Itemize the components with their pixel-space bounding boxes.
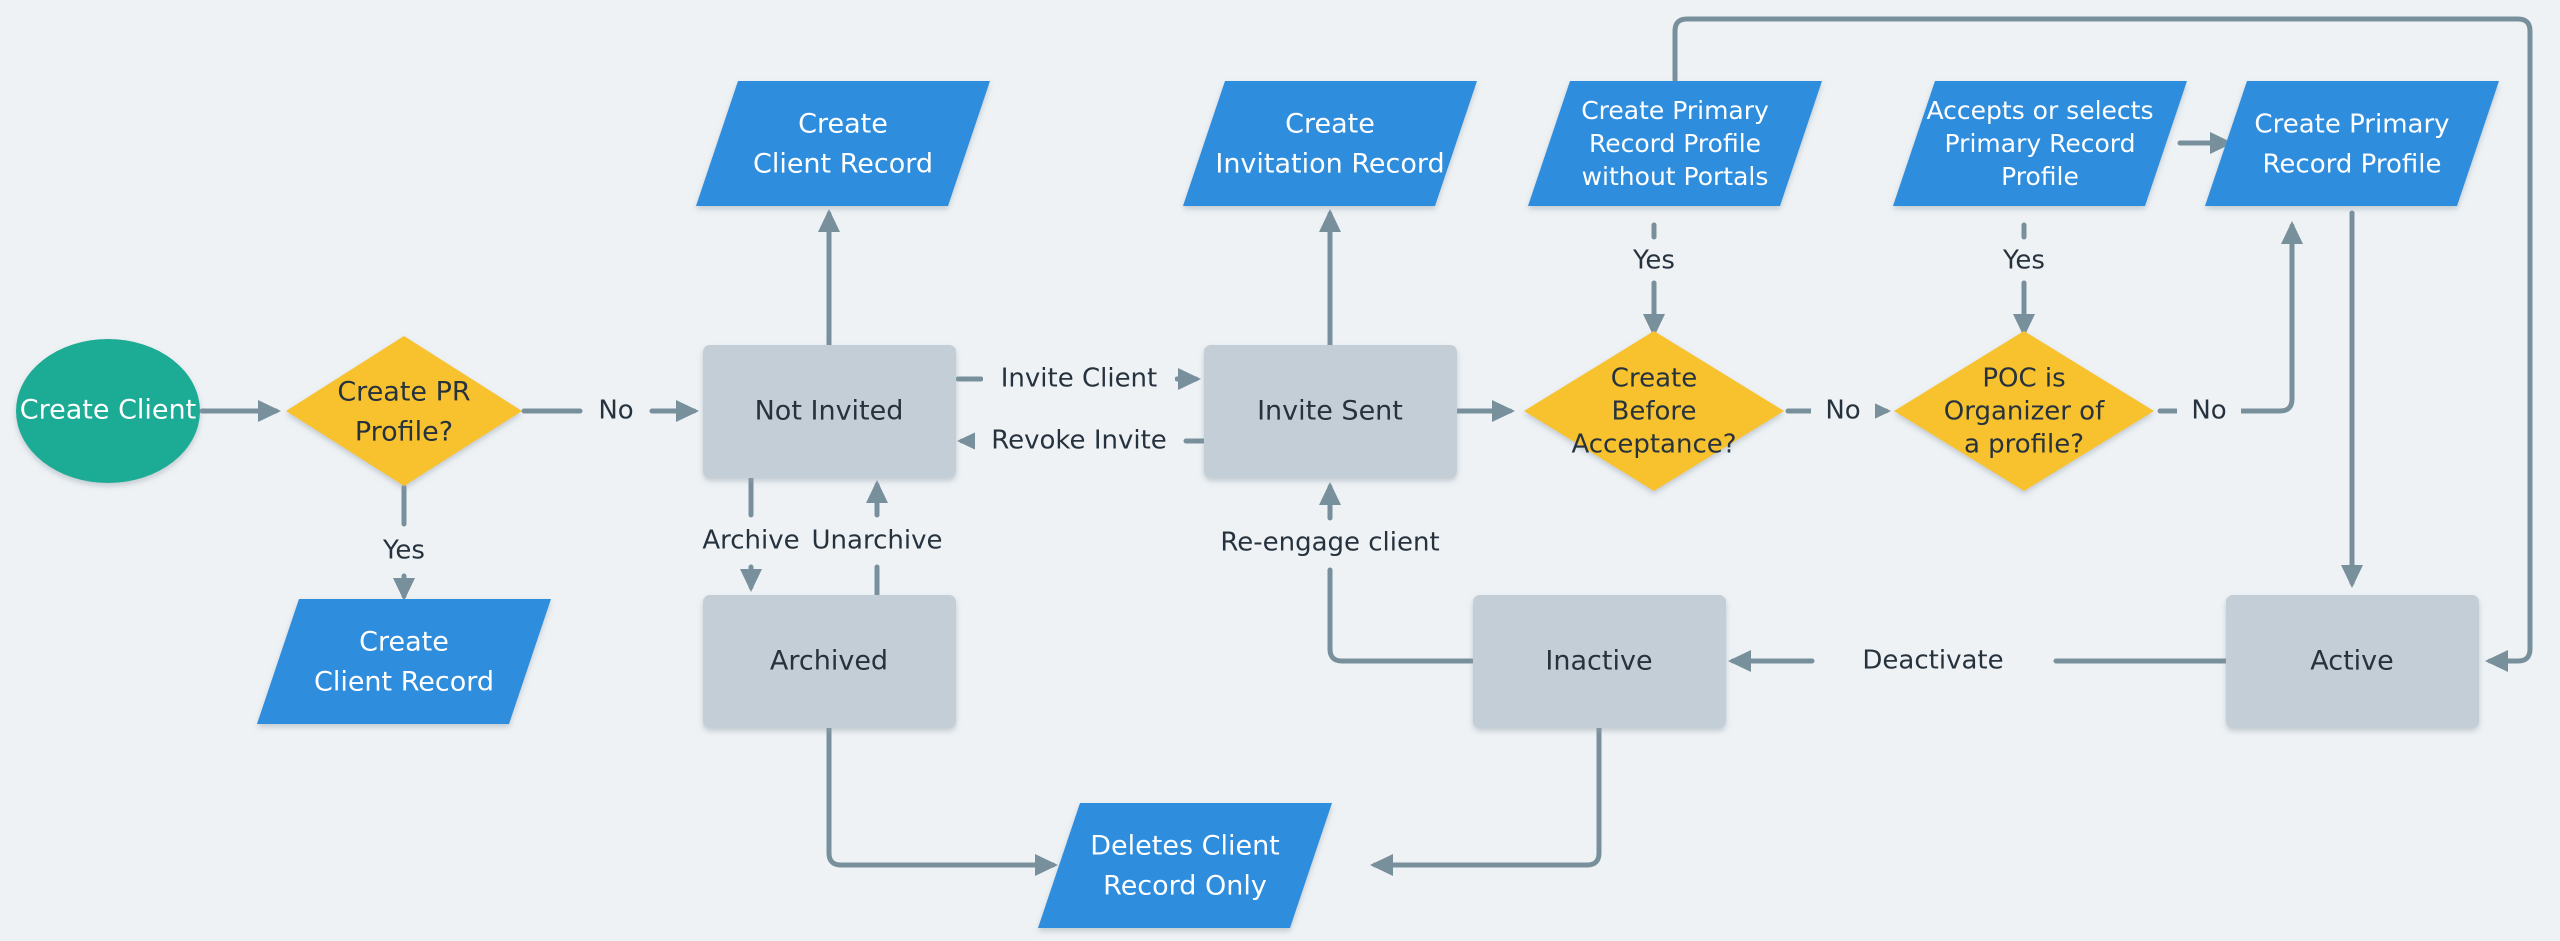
node-create-invitation-record[interactable]: Create Invitation Record	[1183, 81, 1477, 206]
edge-label-deactivate: Deactivate	[1853, 642, 2013, 680]
node-active-label: Active	[2310, 646, 2394, 677]
node-create-client-record-top-line-2: Client Record	[753, 149, 933, 180]
node-not-invited[interactable]: Not Invited	[703, 345, 956, 478]
svg-text:No: No	[2191, 396, 2226, 426]
edge-poc-no-elbow	[2232, 220, 2304, 414]
node-poc-is-organizer-line-2: Organizer of	[1944, 397, 2105, 427]
node-create-client-record-bottom-line-1: Create	[359, 627, 449, 658]
svg-text:No: No	[1825, 396, 1860, 426]
node-archived[interactable]: Archived	[703, 595, 956, 728]
node-create-primary-record-profile-without-portals[interactable]: Create Primary Record Profile without Po…	[1528, 81, 1822, 206]
node-create-pr-profile-line-2: Profile?	[355, 417, 453, 448]
edge-label-invite-client: Invite Client	[983, 360, 1175, 398]
node-without-portals-line-2: Record Profile	[1589, 129, 1761, 158]
node-create-primary-record-profile-line-1: Create Primary	[2254, 110, 2449, 140]
node-create-client[interactable]: Create Client	[16, 339, 200, 483]
node-create-pr-profile[interactable]: Create PR Profile?	[286, 336, 522, 486]
node-create-before-acceptance-line-3: Acceptance?	[1571, 430, 1736, 460]
svg-text:Yes: Yes	[1632, 246, 1675, 276]
node-poc-is-organizer-line-3: a profile?	[1964, 430, 2084, 460]
node-create-client-record-top-line-1: Create	[798, 109, 888, 140]
node-without-portals-line-1: Create Primary	[1581, 96, 1769, 125]
svg-text:Archive: Archive	[702, 526, 799, 556]
edge-label-archive: Archive	[693, 522, 809, 560]
node-not-invited-label: Not Invited	[755, 396, 904, 427]
node-deletes-client-record-only-line-2: Record Only	[1103, 871, 1267, 902]
svg-text:Revoke Invite: Revoke Invite	[991, 426, 1167, 456]
edge-label-poc-no: No	[2177, 392, 2241, 430]
edge-label-create-before-yes: Yes	[1618, 242, 1690, 280]
node-invite-sent-label: Invite Sent	[1257, 396, 1403, 427]
edge-inactive-to-deletes	[1369, 725, 1602, 876]
svg-text:Yes: Yes	[2002, 246, 2045, 276]
node-create-client-label: Create Client	[20, 395, 196, 426]
svg-text:Invite Client: Invite Client	[1001, 364, 1157, 394]
node-create-before-acceptance-line-1: Create	[1611, 364, 1697, 394]
node-poc-is-organizer-line-1: POC is	[1982, 364, 2065, 394]
node-deletes-client-record-only-line-1: Deletes Client	[1090, 831, 1280, 862]
node-create-pr-profile-line-1: Create PR	[337, 377, 470, 408]
svg-text:No: No	[598, 396, 633, 426]
edge-re-engage-client	[1327, 567, 1475, 664]
node-create-invitation-record-line-1: Create	[1285, 109, 1375, 140]
svg-text:Re-engage client: Re-engage client	[1220, 528, 1439, 558]
node-poc-is-organizer[interactable]: POC is Organizer of a profile?	[1894, 331, 2154, 491]
node-archived-label: Archived	[770, 646, 888, 677]
node-create-primary-record-profile[interactable]: Create Primary Record Profile	[2205, 81, 2499, 206]
node-layer: Create Client Create PR Profile? Create …	[16, 81, 2499, 928]
node-create-client-record-bottom-line-2: Client Record	[314, 667, 494, 698]
edge-label-unarchive: Unarchive	[806, 522, 948, 560]
node-create-client-record-top[interactable]: Create Client Record	[696, 81, 990, 206]
svg-text:Unarchive: Unarchive	[812, 526, 943, 556]
edge-label-pr-yes: Yes	[368, 532, 440, 570]
edge-label-re-engage-client: Re-engage client	[1218, 524, 1442, 562]
node-create-primary-record-profile-line-2: Record Profile	[2263, 150, 2442, 180]
svg-text:Deactivate: Deactivate	[1862, 646, 2003, 676]
node-invite-sent[interactable]: Invite Sent	[1204, 345, 1457, 478]
edge-label-layer: No Yes Invite Client Revoke Invite Archi…	[368, 242, 2241, 680]
node-accepts-line-1: Accepts or selects	[1926, 96, 2153, 125]
node-accepts-line-2: Primary Record	[1945, 129, 2136, 158]
edge-label-poc-yes: Yes	[1988, 242, 2060, 280]
node-accepts-or-selects-primary-record-profile[interactable]: Accepts or selects Primary Record Profil…	[1893, 81, 2187, 206]
node-create-client-record-bottom[interactable]: Create Client Record	[257, 599, 551, 724]
node-active[interactable]: Active	[2226, 595, 2479, 728]
node-create-invitation-record-line-2: Invitation Record	[1215, 149, 1444, 180]
node-without-portals-line-3: without Portals	[1582, 162, 1769, 191]
node-inactive-label: Inactive	[1545, 646, 1652, 677]
svg-text:Yes: Yes	[382, 536, 425, 566]
edge-label-create-before-no: No	[1811, 392, 1875, 430]
node-create-before-acceptance[interactable]: Create Before Acceptance?	[1524, 331, 1784, 491]
edge-archived-to-deletes	[826, 725, 1059, 877]
node-deletes-client-record-only[interactable]: Deletes Client Record Only	[1038, 803, 1332, 928]
node-accepts-line-3: Profile	[2001, 162, 2079, 191]
edge-label-revoke-invite: Revoke Invite	[975, 422, 1183, 460]
node-create-before-acceptance-line-2: Before	[1611, 397, 1696, 427]
edge-label-pr-no: No	[584, 392, 648, 430]
edge-without-portals-to-active	[1672, 16, 2533, 672]
node-inactive[interactable]: Inactive	[1473, 595, 1726, 728]
